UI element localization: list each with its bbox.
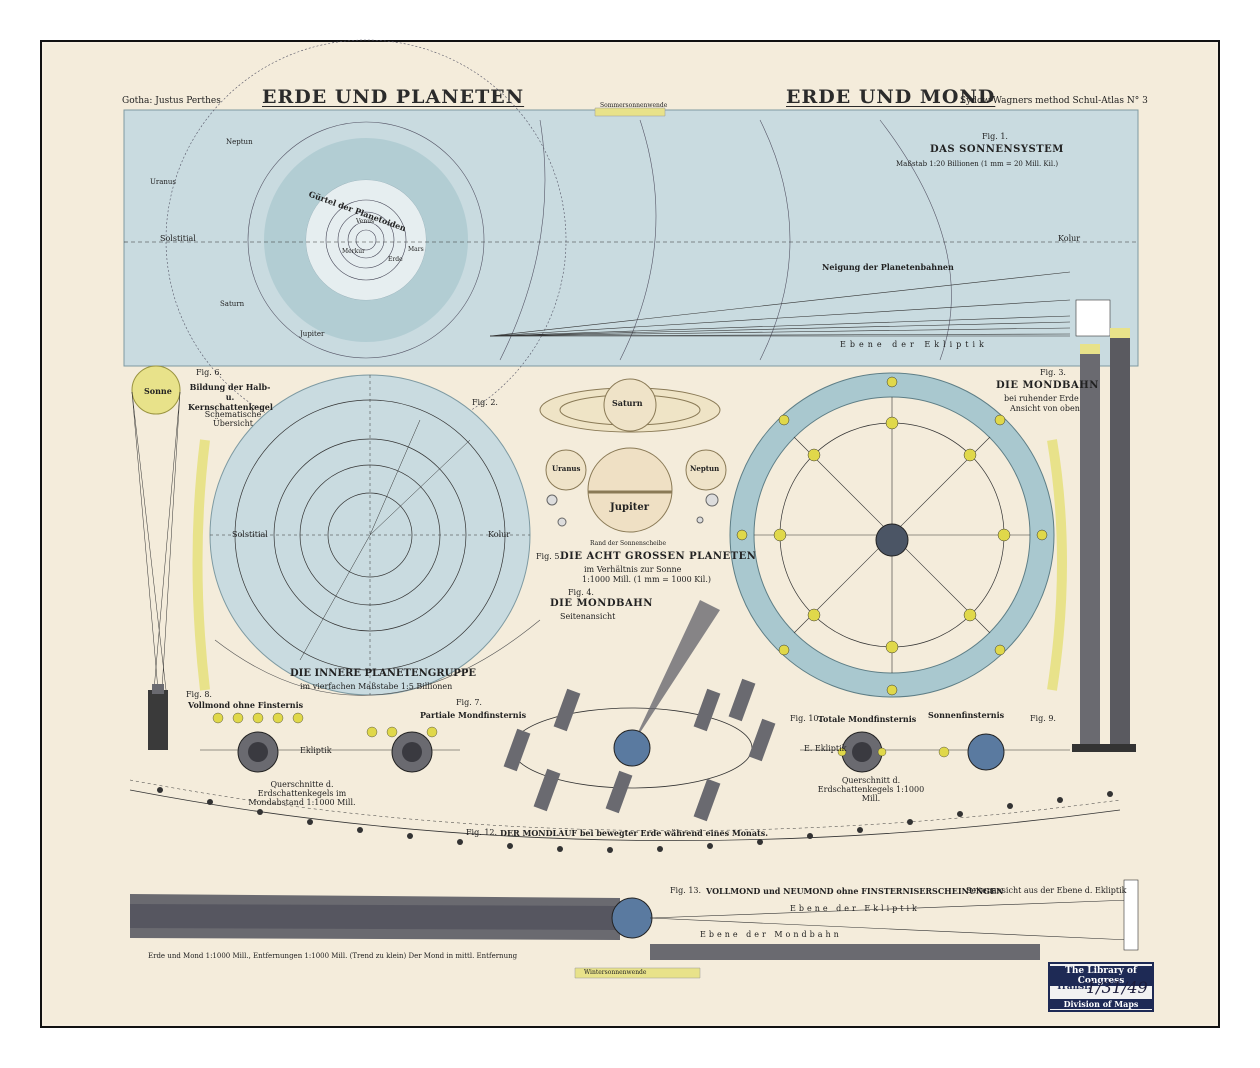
top-tab	[594, 107, 666, 117]
fig9-title: Sonnenfinsternis	[928, 710, 1005, 720]
fig5-scale: 1:1000 Mill. (1 mm = 1000 Kil.)	[582, 575, 712, 584]
eclipse-right-earth	[967, 733, 1005, 771]
fig12-title: DER MONDLAUF bei bewegter Erde während e…	[500, 828, 769, 838]
fig13-bottom-note: Erde und Mond 1:1000 Mill., Entfernungen…	[148, 952, 518, 960]
fig3-earth	[875, 523, 909, 557]
fig8-label: Fig. 8.	[186, 690, 212, 699]
bottom-tab	[574, 967, 701, 979]
fig10-label: Fig. 10.	[790, 714, 822, 723]
fig5-label: Fig. 5.	[536, 552, 562, 561]
stamp-line1: The Library of Congress	[1050, 966, 1152, 986]
fig3-subtitle: bei ruhender Erde	[1004, 394, 1079, 403]
fig1-planet-erde: Erde	[388, 256, 403, 263]
stamp-line2: Transf.	[1056, 982, 1091, 992]
fig1-kolur: Kolur	[1058, 234, 1081, 243]
fig5-subtitle: im Verhältnis zur Sonne	[584, 565, 682, 574]
saturn-planet	[603, 378, 657, 432]
fig7-title: Partiale Mondfinsternis	[420, 710, 527, 720]
ekliptik-label-left: Ekliptik	[300, 746, 332, 755]
title-left: ERDE UND PLANETEN	[262, 86, 525, 108]
sun-disc	[131, 365, 181, 415]
fig1-planet-merkur: Merkur	[342, 248, 365, 255]
fig3-label: Fig. 3.	[1040, 368, 1066, 377]
ekliptik-label-right: E. Ekliptik	[804, 744, 847, 753]
fig2-subtitle: im vierfachen Maßstabe 1:5 Billionen	[300, 682, 453, 691]
neptun-planet	[685, 449, 727, 491]
bottom-tab-label: Wintersonnenwende	[584, 969, 647, 976]
fig13-subtitle: Seitenansicht aus der Ebene d. Ekliptik	[966, 886, 1127, 895]
fig13-title: VOLLMOND und NEUMOND ohne FINSTERNISERSC…	[706, 886, 1004, 896]
fig1-title: DAS SONNENSYSTEM	[930, 144, 1064, 155]
fig3-title: DIE MONDBAHN	[996, 380, 1099, 391]
fig1-solstitial: Solstitial	[160, 234, 196, 243]
fig1-planet-neptun: Neptun	[226, 138, 253, 146]
library-stamp: The Library of Congress Transf. 1/31/49 …	[1048, 962, 1154, 1012]
fig6-label: Fig. 6.	[196, 368, 222, 377]
fig4-earth	[613, 729, 651, 767]
fig1-planet-venus: Venus	[356, 218, 375, 225]
neptun-label: Neptun	[690, 464, 720, 473]
fig1-planet-mars: Mars	[408, 246, 424, 253]
fig3-note: Ansicht von oben	[1010, 404, 1080, 413]
sonne-rand-label: Rand der Sonnenscheibe	[590, 540, 667, 547]
fig10-title: Totale Mondfinsternis	[818, 714, 917, 724]
title-right: ERDE UND MOND	[786, 86, 996, 108]
uranus-label: Uranus	[552, 464, 581, 473]
fig9-label: Fig. 9.	[1030, 714, 1056, 723]
fig7-label: Fig. 7.	[456, 698, 482, 707]
top-tab-label: Sommersonnenwende	[600, 102, 668, 109]
fig2-solstitial: Solstitial	[232, 530, 268, 539]
fig13-ebene-mondbahn: Ebene der Mondbahn	[700, 930, 842, 939]
fig13-label: Fig. 13.	[670, 886, 702, 895]
fig1-planet-saturn: Saturn	[220, 300, 245, 308]
sun-label: Sonne	[144, 386, 172, 396]
fig4-subtitle: Seitenansicht	[560, 612, 616, 621]
stamp-signature: 1/31/49	[1086, 978, 1148, 997]
fig13-earth	[611, 897, 653, 939]
fig1-orbits: Neigung der Planetenbahnen	[822, 262, 954, 272]
querschnitt-right: Querschnitt d. Erdschattenkegels 1:1000 …	[817, 776, 925, 803]
fig12-path	[129, 789, 1121, 842]
fig12-label: Fig. 12.	[466, 828, 498, 837]
fig2-label: Fig. 2.	[472, 398, 498, 407]
fig1-planet-uranus: Uranus	[150, 178, 177, 186]
stamp-line3: Division of Maps	[1050, 999, 1152, 1009]
fig8-title: Vollmond ohne Finsternis	[188, 700, 304, 710]
fig13-shadow-lower	[650, 944, 1040, 960]
fig2-kolur: Kolur	[488, 530, 511, 539]
querschnitt-left: Querschnitte d. Erdschattenkegels im Mon…	[248, 780, 356, 807]
fig2-title: DIE INNERE PLANETENGRUPPE	[290, 668, 476, 679]
fig5-title: DIE ACHT GROSSEN PLANETEN	[560, 551, 757, 562]
fig1-planet-jupiter: Jupiter	[300, 330, 325, 338]
fig6-title: Bildung der Halb- u. Kernschattenkegel	[188, 382, 273, 412]
saturn-label: Saturn	[612, 398, 643, 408]
fig4-title: DIE MONDBAHN	[550, 598, 653, 609]
jupiter-planet	[587, 447, 673, 533]
atlas-label: Sydow-Wagners method Schul-Atlas N° 3	[960, 96, 1148, 106]
fig13-ebene-ekliptik: Ebene der Ekliptik	[790, 904, 920, 913]
fig1-ecliptic: Ebene der Ekliptik	[840, 340, 988, 349]
jupiter-label: Jupiter	[610, 502, 650, 513]
fig1-label: Fig. 1.	[982, 132, 1008, 141]
publisher-label: Gotha: Justus Perthes	[122, 96, 221, 106]
uranus-planet	[545, 449, 587, 491]
fig4-label: Fig. 4.	[568, 588, 594, 597]
fig1-scale: Maßstab 1:20 Billionen (1 mm = 20 Mill. …	[896, 160, 1059, 168]
fig6-subtitle: Schematische Übersicht	[204, 410, 262, 428]
